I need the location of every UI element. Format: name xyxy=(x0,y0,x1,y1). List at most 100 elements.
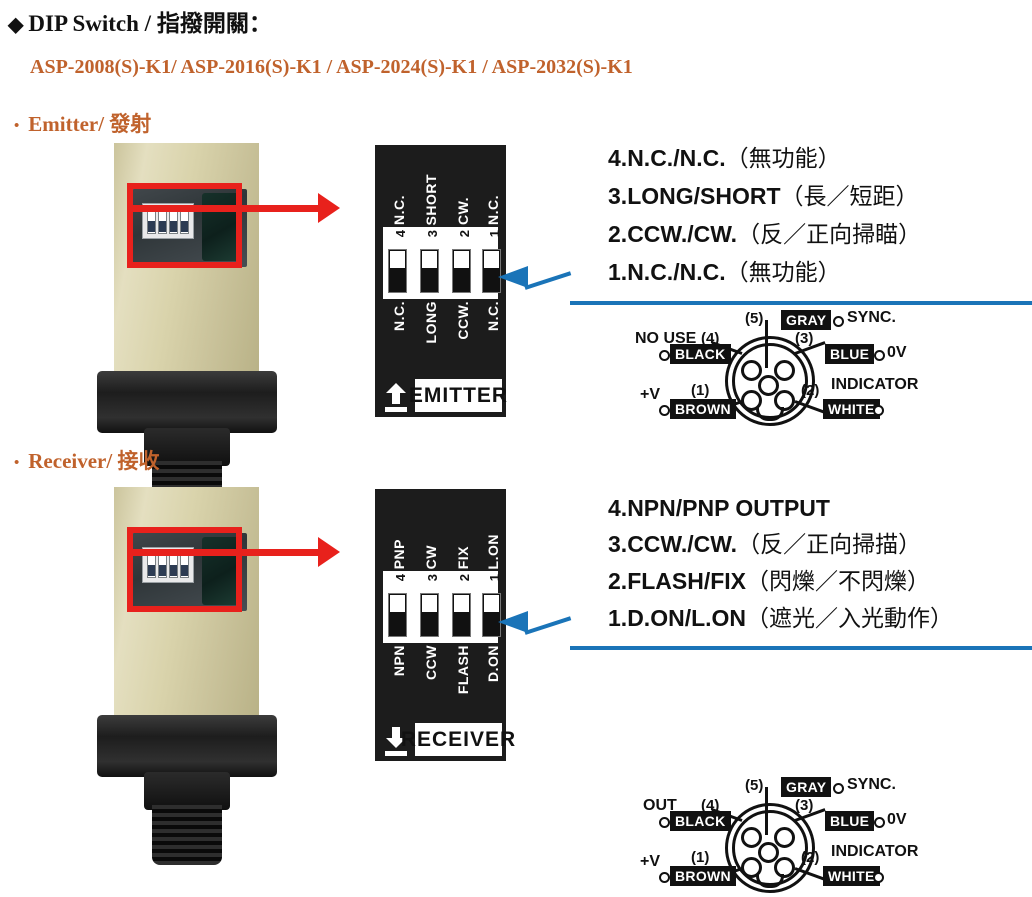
dip-switch-lever-2[interactable] xyxy=(452,249,471,293)
spec-item-receiver-3: 3.CCW./CW.（反／正向掃描） xyxy=(608,533,921,556)
spec-num: 1. xyxy=(608,259,628,285)
red-highlight-box xyxy=(127,183,242,268)
dip-number-4: 4 xyxy=(393,574,408,582)
dip-top-label-2: CW. xyxy=(455,197,471,225)
dip-switch-lever-4[interactable] xyxy=(388,249,407,293)
connector-wire-tag-4: BLACK xyxy=(670,811,731,831)
blue-pointer-line-receiver xyxy=(570,646,1032,650)
blue-pointer-line-emitter xyxy=(570,301,1032,305)
dip-number-3: 3 xyxy=(425,230,440,238)
connector-pin-2-hole xyxy=(774,390,795,411)
connector-pin-number-3: (3) xyxy=(795,330,814,347)
diamond-bullet-icon: ◆ xyxy=(8,14,24,36)
connector-pin-number-2: (2) xyxy=(801,382,820,399)
connector-pinout-receiver: (5) GRAY SYNC. OUT (4) BLACK (3) BLUE 0V… xyxy=(635,775,935,897)
connector-pin-4-hole xyxy=(741,360,762,381)
connector-signal-5: SYNC. xyxy=(847,776,896,793)
connector-pinout-emitter: (5) GRAY SYNC. NO USE (4) BLACK (3) BLUE… xyxy=(635,308,935,430)
spec-item-receiver-1: 1.D.ON/L.ON（遮光／入光動作） xyxy=(608,607,953,630)
dip-switch-block-receiver[interactable]: 4 3 2 1 xyxy=(383,571,502,643)
connector-wire-tag-5: GRAY xyxy=(781,310,832,330)
sensor-lens xyxy=(202,193,240,261)
dip-top-label-3: CW xyxy=(423,544,439,569)
spec-item-receiver-2: 2.FLASH/FIX（閃爍／不閃爍） xyxy=(608,570,930,593)
connector-wire-tag-3: BLUE xyxy=(825,811,875,831)
sensor-lens xyxy=(202,537,240,605)
connector-wire-tag-3: BLUE xyxy=(825,344,875,364)
connector-terminal-3 xyxy=(874,817,885,828)
dip-switch-lever-2[interactable] xyxy=(452,593,471,637)
dip-switch-block-emitter[interactable]: 4 3 2 1 xyxy=(383,227,502,299)
connector-signal-2: INDICATOR xyxy=(831,843,919,860)
spec-num: 1. xyxy=(608,605,628,631)
connector-pin-number-3: (3) xyxy=(795,797,814,814)
arrow-up-icon xyxy=(383,383,409,413)
connector-inner-ring xyxy=(732,343,808,419)
spec-cjk: （反／正向掃瞄） xyxy=(737,221,922,247)
spec-latin: FLASH/FIX xyxy=(627,568,747,594)
dip-bottom-label-3: CCW xyxy=(423,645,439,680)
spec-latin: NPN/PNP OUTPUT xyxy=(627,495,830,521)
blue-pointer-diagonal-receiver xyxy=(524,616,572,635)
dip-panel-emitter: N.C. SHORT CW. N.C. 4 3 2 1 N.C. LONG CC… xyxy=(375,145,507,417)
connector-terminal-2 xyxy=(873,405,884,416)
dip-bottom-label-2: CCW. xyxy=(455,301,471,340)
spec-num: 2. xyxy=(608,568,628,594)
connector-pin-3-hole xyxy=(774,827,795,848)
dip-number-2: 2 xyxy=(457,230,472,238)
spec-num: 4. xyxy=(608,145,628,171)
dip-top-label-1: N.C. xyxy=(485,195,501,225)
dip-bottom-labels-emitter: N.C. LONG CCW. N.C. xyxy=(375,299,506,377)
red-highlight-box xyxy=(127,527,242,612)
dip-panel-receiver: PNP CW FIX L.ON 4 3 2 1 NPN CCW FLASH D.… xyxy=(375,489,515,761)
connector-signal-3: 0V xyxy=(887,344,907,361)
dip-number-1: 1 xyxy=(487,230,502,238)
connector-terminal-5 xyxy=(833,316,844,327)
red-callout-line xyxy=(130,205,320,212)
dip-switch-lever-4[interactable] xyxy=(388,593,407,637)
connector-pin-number-4: (4) xyxy=(701,330,720,347)
spec-latin: LONG/SHORT xyxy=(627,183,781,209)
dip-top-label-4: N.C. xyxy=(391,195,407,225)
connector-pin-1-hole xyxy=(741,390,762,411)
dip-top-labels-emitter: N.C. SHORT CW. N.C. xyxy=(375,145,506,227)
dip-top-label-1: L.ON xyxy=(485,533,501,569)
spec-num: 4. xyxy=(608,495,628,521)
connector-terminal-1 xyxy=(659,872,670,883)
spec-cjk: （長／短距） xyxy=(780,183,919,209)
dip-device-label-receiver: RECEIVER xyxy=(401,723,515,756)
section-heading-receiver: •Receiver/ 接收 xyxy=(14,445,159,475)
connector-wire-tag-1: BROWN xyxy=(670,866,736,886)
bullet-icon: • xyxy=(14,454,20,471)
connector-wire-tag-4: BLACK xyxy=(670,344,731,364)
connector-signal-5: SYNC. xyxy=(847,309,896,326)
red-callout-arrow-icon xyxy=(318,537,340,567)
dip-switch-lever-3[interactable] xyxy=(420,249,439,293)
spec-latin: D.ON/L.ON xyxy=(627,605,747,631)
blue-pointer-arrow-icon-receiver xyxy=(498,611,528,633)
connector-wire-tag-1: BROWN xyxy=(670,399,736,419)
section-heading-emitter: •Emitter/ 發射 xyxy=(14,108,151,138)
dip-switch-lever-3[interactable] xyxy=(420,593,439,637)
connector-wire-tag-5: GRAY xyxy=(781,777,832,797)
connector-wire-tag-2: WHITE xyxy=(823,399,880,419)
dip-footer-receiver: RECEIVER xyxy=(375,721,515,761)
dip-bottom-label-3: LONG xyxy=(423,301,439,344)
connector-pin-number-5: (5) xyxy=(745,777,764,794)
dip-bottom-label-2: FLASH xyxy=(455,645,471,695)
connector-keyway xyxy=(756,407,784,421)
connector-terminal-4 xyxy=(659,350,670,361)
dip-number-4: 4 xyxy=(393,230,408,238)
connector-terminal-5 xyxy=(833,783,844,794)
dip-number-3: 3 xyxy=(425,574,440,582)
dip-top-label-3: SHORT xyxy=(423,173,439,226)
spec-latin: N.C./N.C. xyxy=(627,259,726,285)
spec-item-emitter-4: 4.N.C./N.C.（無功能） xyxy=(608,147,841,170)
connector-outer-ring xyxy=(725,336,815,426)
spec-num: 3. xyxy=(608,183,628,209)
sensor-base xyxy=(97,371,277,433)
connector-pin-number-5: (5) xyxy=(745,310,764,327)
spec-latin: N.C./N.C. xyxy=(627,145,726,171)
dip-top-label-4: PNP xyxy=(391,538,407,569)
spec-cjk: （遮光／入光動作） xyxy=(746,605,954,631)
